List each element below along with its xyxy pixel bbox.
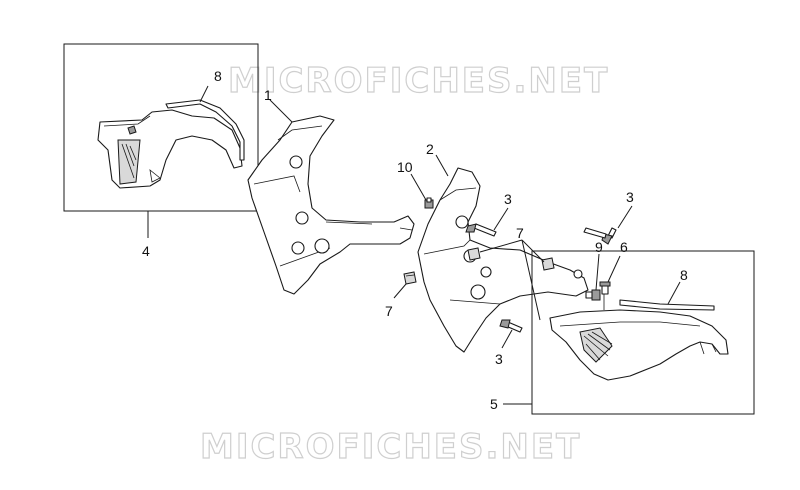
part-9-washer (585, 289, 601, 301)
callout-9: 9 (595, 239, 603, 255)
callout-10: 10 (397, 159, 413, 175)
inset-box-left (63, 43, 259, 212)
part-1-left-fairing (247, 115, 415, 295)
callout-3-right: 3 (626, 189, 634, 205)
callout-5: 5 (490, 396, 498, 412)
trim-strip-left (165, 99, 245, 161)
watermark-top: MICROFICHES.NET (228, 61, 609, 101)
callout-1: 1 (264, 87, 272, 103)
watermark-bottom: MICROFICHES.NET (200, 427, 581, 467)
callout-7-left: 7 (385, 303, 393, 319)
callout-3-lower: 3 (495, 351, 503, 367)
callout-3-upper: 3 (504, 191, 512, 207)
fairing-right-inset (549, 292, 729, 381)
part-3-screw-right (583, 227, 617, 245)
part-10-grommet (424, 197, 434, 209)
callout-8-right: 8 (680, 267, 688, 283)
callout-2: 2 (426, 141, 434, 157)
callout-8-left: 8 (214, 68, 222, 84)
callout-6: 6 (620, 239, 628, 255)
part-3-screw-lower (499, 319, 523, 333)
fairing-left-inset (97, 109, 243, 189)
callout-7-center: 7 (516, 225, 524, 241)
inset-box-right (531, 250, 755, 415)
part-6-bolt (599, 281, 611, 295)
part-7-clip-center (467, 247, 555, 271)
trim-strip-right (619, 299, 715, 311)
callout-4: 4 (142, 243, 150, 259)
part-3-screw-upper (465, 223, 497, 237)
part-7-clip-left (403, 271, 417, 285)
